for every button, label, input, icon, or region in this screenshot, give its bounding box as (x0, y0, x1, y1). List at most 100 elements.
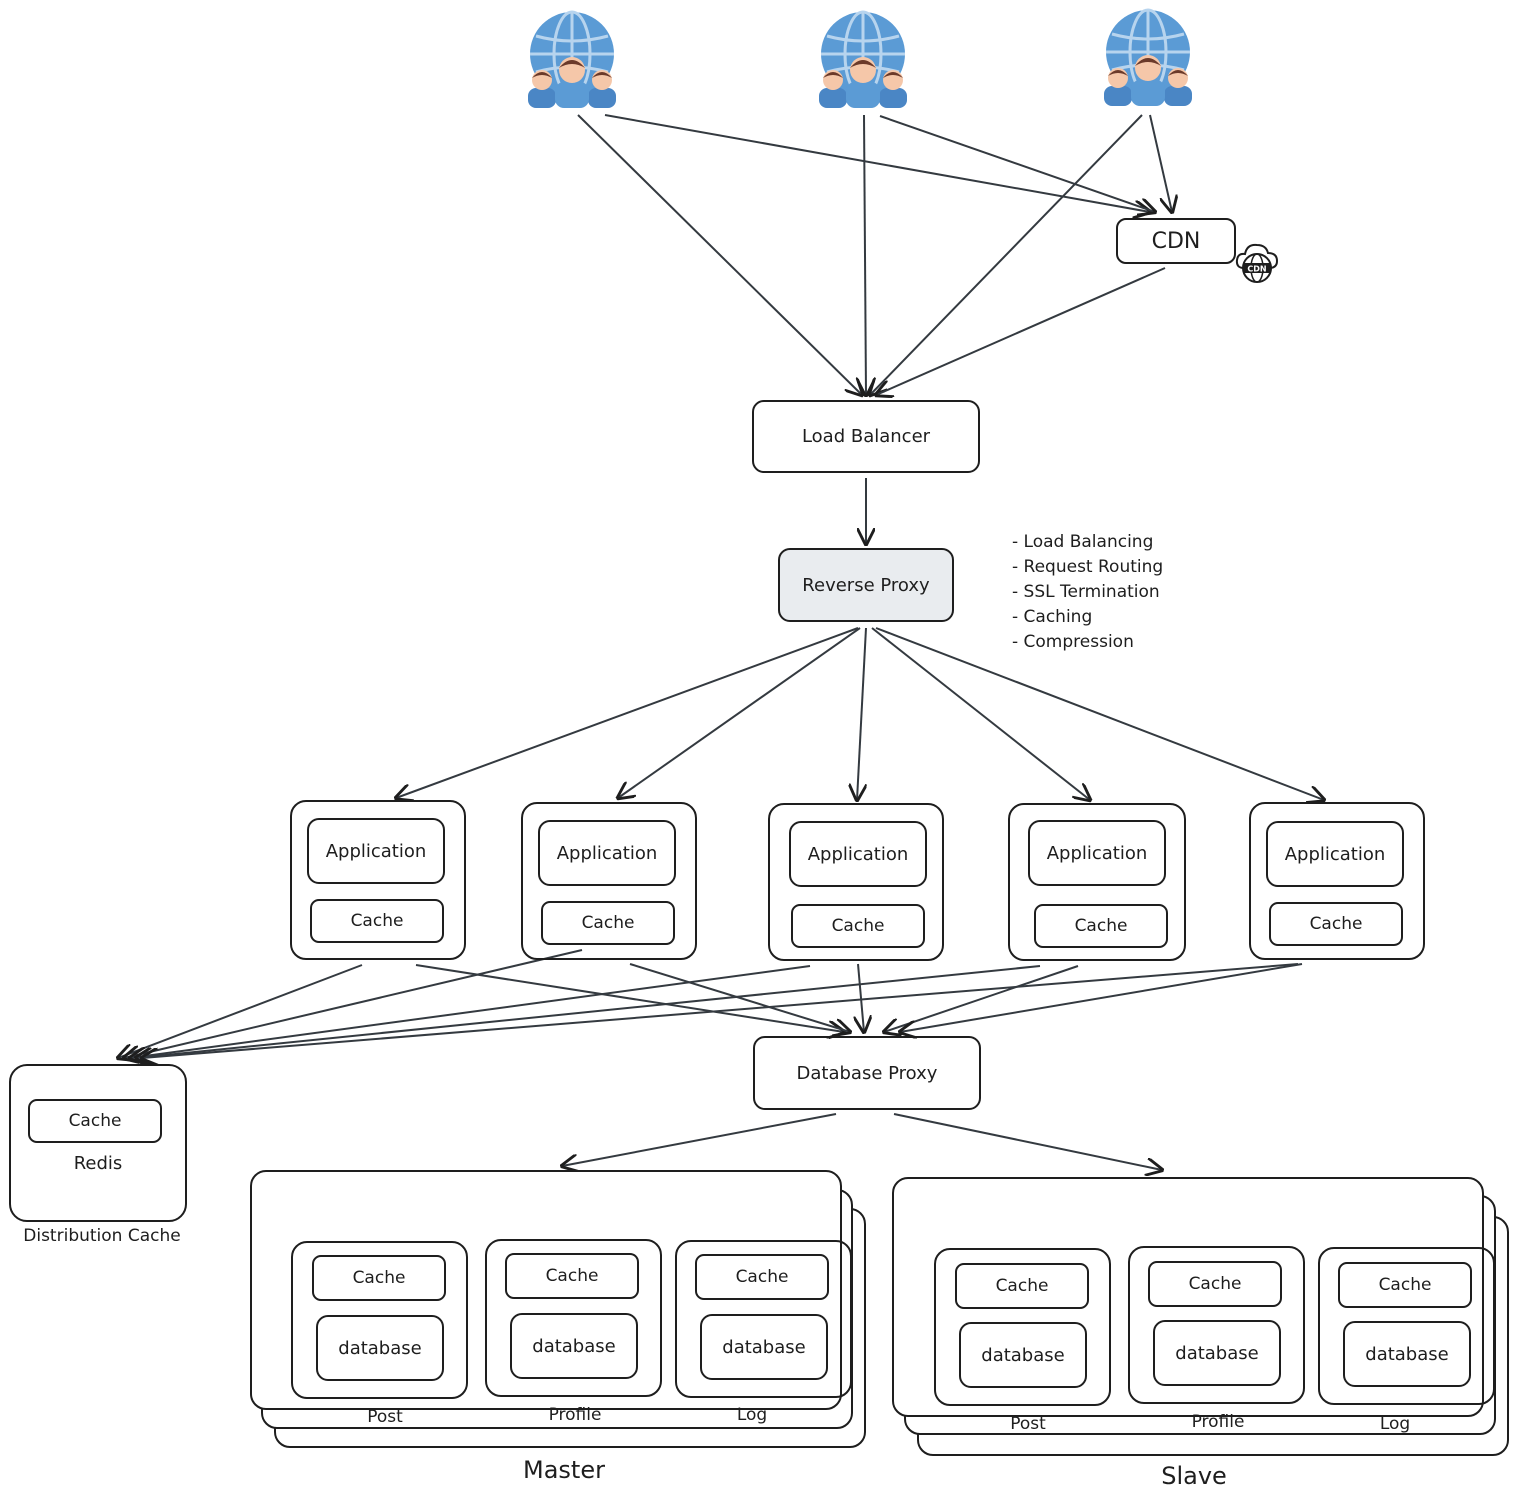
shard-cache-box (312, 1255, 446, 1301)
note-line: - Caching (1012, 607, 1093, 627)
arrow-client2-cdn (879, 115, 1155, 212)
arrow-app1-redis (118, 964, 363, 1058)
app-cache-label: Cache (350, 911, 404, 931)
shard-database-label: database (722, 1336, 806, 1358)
app-cache-label: Cache (1309, 914, 1363, 934)
shard-cache-label: Cache (352, 1268, 406, 1288)
shard-database-label: database (1175, 1342, 1259, 1364)
application-box (789, 821, 927, 887)
note-line: - Request Routing (1012, 557, 1164, 577)
load-balancer-label: Load Balancer (801, 426, 931, 447)
arrow-rp-app3 (857, 627, 867, 800)
arrow-dbproxy-master (562, 1113, 837, 1166)
arrow-app3-dbproxy (858, 963, 864, 1032)
app-cache-box (310, 899, 444, 943)
distribution-cache-caption: Distribution Cache (23, 1226, 181, 1246)
app-cache-label: Cache (1074, 916, 1128, 936)
app-cache-box (541, 901, 675, 945)
shard-cache-label: Cache (735, 1267, 789, 1287)
shard-database-label: database (981, 1344, 1065, 1366)
shard-cache-box (955, 1263, 1089, 1309)
application-label: Application (556, 842, 658, 864)
shard-database-box (959, 1322, 1087, 1388)
master-caption: Master (523, 1456, 605, 1484)
redis-label: Redis (73, 1152, 123, 1174)
app-cache-box (1034, 904, 1168, 948)
arrow-client1-lb (577, 114, 862, 395)
redis-cache-box (28, 1099, 162, 1143)
shard-cache-label: Cache (995, 1276, 1049, 1296)
application-label: Application (1046, 842, 1148, 864)
arrow-rp-app2 (618, 627, 861, 798)
database-proxy-label: Database Proxy (796, 1062, 938, 1084)
arrow-app5-dbproxy (900, 963, 1303, 1032)
arrow-rp-app4 (871, 627, 1090, 800)
application-box (1266, 821, 1404, 887)
shard-database-label: database (532, 1335, 616, 1357)
shard-database-box (700, 1314, 828, 1380)
arrow-app2-redis (124, 949, 583, 1058)
cdn-node (1116, 218, 1236, 264)
reverse-proxy-node (778, 548, 954, 622)
load-balancer-node (752, 400, 980, 473)
app-cache-label: Cache (581, 913, 635, 933)
shard-name-label: Profile (1191, 1412, 1245, 1432)
shard-name-label: Log (1379, 1414, 1411, 1434)
application-label: Application (325, 840, 427, 862)
shard-name-label: Post (1010, 1414, 1046, 1434)
shard-cache-label: Cache (545, 1266, 599, 1286)
shard-name-label: Profile (548, 1405, 602, 1425)
shard-name-label: Log (736, 1405, 768, 1425)
shard-cache-box (505, 1253, 639, 1299)
arrow-rp-app1 (396, 627, 859, 798)
shard-name-label: Post (367, 1407, 403, 1427)
reverse-proxy-notes: - Load Balancing - Request Routing - SSL… (1012, 530, 1163, 655)
arrow-rp-app5 (875, 627, 1324, 800)
app-cache-label: Cache (831, 916, 885, 936)
shard-cache-box (1338, 1262, 1472, 1308)
shard-database-label: database (1365, 1343, 1449, 1365)
app-cache-box (791, 904, 925, 948)
note-line: - Load Balancing (1012, 532, 1154, 552)
note-line: - Compression (1012, 632, 1134, 652)
shard-database-box (1343, 1321, 1471, 1387)
arrow-app4-redis (136, 965, 1041, 1058)
arrow-client1-cdn (604, 114, 1150, 212)
shard-database-label: database (338, 1337, 422, 1359)
arrow-cdn-lb (876, 267, 1166, 395)
database-proxy-node (753, 1036, 981, 1110)
shard-database-box (316, 1315, 444, 1381)
slave-caption: Slave (1161, 1462, 1227, 1490)
arrow-app2-dbproxy (629, 963, 850, 1032)
note-line: - SSL Termination (1012, 582, 1160, 602)
arrow-client3-lb (870, 114, 1143, 395)
cdn-icon-text: CDN (1247, 265, 1266, 274)
shard-cache-box (695, 1254, 829, 1300)
arrow-client2-lb (864, 114, 866, 395)
shard-database-box (1153, 1320, 1281, 1386)
redis-cache-label: Cache (68, 1111, 122, 1131)
arrow-app4-dbproxy (884, 965, 1079, 1032)
users-globe-icon (1104, 8, 1192, 106)
users-globe-icon (528, 10, 616, 108)
reverse-proxy-label: Reverse Proxy (802, 574, 930, 596)
application-box (538, 820, 676, 886)
shard-cache-box (1148, 1261, 1282, 1307)
shard-database-box (510, 1313, 638, 1379)
application-label: Application (1284, 843, 1386, 865)
application-box (307, 818, 445, 884)
arrow-client3-cdn (1149, 114, 1172, 212)
arrow-dbproxy-slave (893, 1113, 1162, 1170)
shard-cache-label: Cache (1188, 1274, 1242, 1294)
shard-cache-label: Cache (1378, 1275, 1432, 1295)
application-box (1028, 820, 1166, 886)
application-label: Application (807, 843, 909, 865)
arrow-app5-redis (142, 963, 1299, 1058)
arrow-app3-redis (130, 965, 811, 1058)
cdn-cloud-icon: CDN (1235, 243, 1279, 283)
users-globe-icon (819, 10, 907, 108)
arrow-app1-dbproxy (415, 964, 844, 1032)
cdn-label: CDN (1151, 228, 1201, 254)
app-cache-box (1269, 902, 1403, 946)
